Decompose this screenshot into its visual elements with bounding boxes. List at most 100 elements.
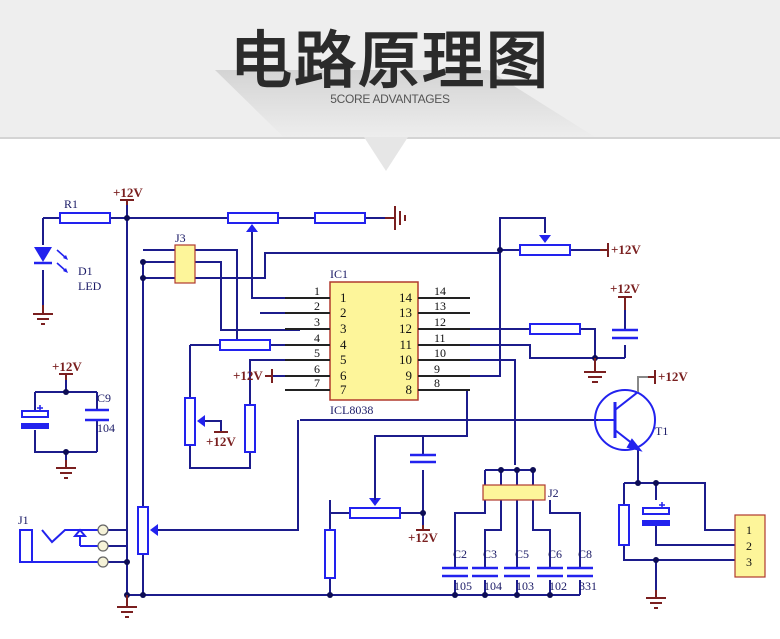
label-j1: J1 bbox=[18, 513, 29, 527]
connector-labels: 1 2 3 bbox=[746, 523, 752, 569]
junction bbox=[140, 275, 146, 281]
resistor-left bbox=[244, 404, 256, 453]
ground-icon bbox=[584, 358, 606, 383]
wire-pot-wiper-12v bbox=[205, 420, 222, 432]
ic-pin-number-inner: 12 bbox=[399, 321, 412, 336]
power-label: +12V bbox=[233, 368, 263, 383]
junction bbox=[635, 480, 641, 486]
resistor-pin4 bbox=[219, 339, 271, 351]
led-icon bbox=[34, 247, 52, 262]
ic-pin-number-inner: 3 bbox=[340, 321, 347, 336]
wire-j1 bbox=[108, 529, 128, 595]
power-label: +12V bbox=[113, 185, 143, 200]
ground-icon bbox=[56, 460, 76, 479]
label-r1: R1 bbox=[64, 197, 78, 211]
potentiometer-top bbox=[227, 212, 279, 224]
wire-pot-wiper bbox=[251, 228, 300, 299]
cap-value-label: 102 bbox=[549, 579, 567, 593]
ic-pin-number-outer: 4 bbox=[314, 331, 320, 345]
junction bbox=[653, 557, 659, 563]
power-icon bbox=[618, 296, 632, 310]
ic-pin-number-inner: 4 bbox=[340, 337, 347, 352]
wire-pin9 bbox=[418, 217, 546, 377]
ic-pin-number-outer: 12 bbox=[434, 315, 446, 329]
junction bbox=[530, 467, 536, 473]
power-label: +12V bbox=[658, 369, 688, 384]
transistor-t1 bbox=[594, 376, 656, 452]
ground-icon bbox=[33, 305, 53, 325]
power-icon bbox=[59, 373, 73, 380]
ground-icon bbox=[117, 595, 137, 618]
power-label: +12V bbox=[206, 434, 236, 449]
junction bbox=[63, 389, 69, 395]
jumper-j3 bbox=[174, 244, 196, 284]
wire-capbank-bottom bbox=[454, 580, 581, 595]
wire-pot2-wiper bbox=[329, 436, 376, 513]
ic-pin-number-outer: 8 bbox=[434, 376, 440, 390]
label-ic1: IC1 bbox=[330, 267, 348, 281]
label-t1: T1 bbox=[655, 424, 668, 438]
wiper-arrow-icon bbox=[197, 415, 205, 427]
capacitors bbox=[85, 328, 638, 578]
potentiometer-left bbox=[184, 397, 196, 446]
junction bbox=[140, 259, 146, 265]
capacitor-c9 bbox=[85, 408, 109, 422]
potentiometer-right bbox=[519, 244, 571, 256]
ic-pin-number-outer: 6 bbox=[314, 362, 320, 376]
cap-value-label: 331 bbox=[579, 579, 597, 593]
connector-pin-label: 1 bbox=[746, 523, 752, 537]
power-icon bbox=[265, 369, 273, 383]
ic-pin-number-inner: 8 bbox=[406, 382, 413, 397]
ic-pin-number-outer: 14 bbox=[434, 284, 446, 298]
capacitor-c3 bbox=[472, 566, 498, 578]
power-icon bbox=[416, 525, 430, 531]
junction bbox=[124, 559, 130, 565]
junction bbox=[124, 215, 130, 221]
ic-pin-number-outer: 7 bbox=[314, 376, 320, 390]
wire-pin11 bbox=[418, 344, 625, 359]
junctions bbox=[63, 215, 659, 598]
ic-pin-number-outer: 2 bbox=[314, 299, 320, 313]
ic-pin-number-inner: 7 bbox=[340, 382, 347, 397]
ic-pin-number-inner: 13 bbox=[399, 305, 412, 320]
junction bbox=[420, 510, 426, 516]
ic-pin-number-inner: 6 bbox=[340, 368, 347, 383]
wire-j1-pot bbox=[155, 420, 299, 531]
ic-pin-number-inner: 5 bbox=[340, 352, 347, 367]
ic-pin-number-outer: 3 bbox=[314, 315, 320, 329]
junction bbox=[498, 467, 504, 473]
resistors bbox=[59, 212, 630, 579]
cap-value-label: 103 bbox=[516, 579, 534, 593]
junction bbox=[452, 592, 458, 598]
ic-pin-number-outer: 5 bbox=[314, 346, 320, 360]
capacitor-c2 bbox=[442, 566, 468, 578]
power-label: +12V bbox=[611, 242, 641, 257]
ic-pin-number-inner: 11 bbox=[399, 337, 412, 352]
wiper-arrow-icon bbox=[246, 224, 258, 232]
wiper-arrow-icon bbox=[150, 524, 158, 536]
connector-pin-label: 3 bbox=[746, 555, 752, 569]
wire-j3-mid bbox=[143, 261, 300, 331]
audio-jack-j1 bbox=[19, 524, 109, 568]
connector-pin-label: 2 bbox=[746, 539, 752, 553]
cap-ref-label: C2 bbox=[453, 547, 467, 561]
capacitor-top-right bbox=[612, 328, 638, 340]
power-label: +12V bbox=[52, 359, 82, 374]
ic-pin-number-outer: 9 bbox=[434, 362, 440, 376]
junction bbox=[653, 480, 659, 486]
ic-pin-number-outer: 11 bbox=[434, 331, 446, 345]
label-ic-part: ICL8038 bbox=[330, 403, 373, 417]
wiper-arrow-icon bbox=[369, 498, 381, 506]
ic-pin-number-outer: 13 bbox=[434, 299, 446, 313]
wire-capbank-top bbox=[484, 469, 534, 485]
capacitor-c6 bbox=[537, 566, 563, 578]
cap-ref-label: C8 bbox=[578, 547, 592, 561]
header-pointer bbox=[364, 137, 408, 171]
capacitor-timing bbox=[410, 453, 436, 464]
wire-capbank-branches bbox=[454, 500, 581, 568]
junction bbox=[514, 467, 520, 473]
cap-ref-label: C5 bbox=[515, 547, 529, 561]
ground-icon bbox=[646, 590, 666, 609]
